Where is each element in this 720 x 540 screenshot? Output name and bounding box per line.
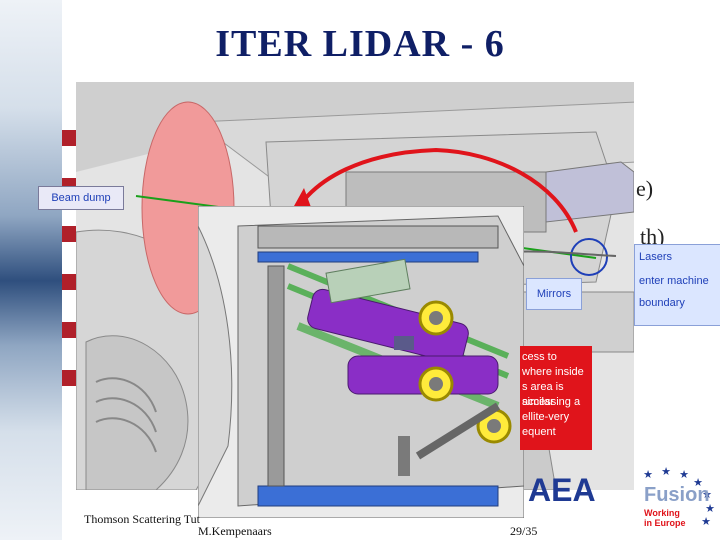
svg-text:★: ★ bbox=[705, 503, 715, 515]
access-note-line: cess to bbox=[522, 351, 557, 363]
efda-logo-text: AEA bbox=[528, 472, 596, 508]
tagline-line: Working bbox=[644, 508, 680, 518]
svg-text:★: ★ bbox=[702, 489, 712, 501]
access-note-callout: cess to where inside s area is similar a… bbox=[520, 346, 592, 450]
access-note-line: accessing a bbox=[522, 396, 581, 408]
background-text-fragment: e) bbox=[636, 176, 654, 201]
footer-page-number: 29/35 bbox=[510, 524, 538, 538]
bullet-marker bbox=[62, 226, 78, 242]
tagline-line: in Europe bbox=[644, 518, 686, 528]
footer-left-text: Thomson Scattering Tut bbox=[84, 512, 201, 526]
svg-text:★: ★ bbox=[701, 516, 711, 528]
lasers-label: Lasers bbox=[639, 251, 673, 263]
beam-dump-label: Beam dump bbox=[38, 186, 124, 210]
bullet-marker bbox=[62, 322, 78, 338]
svg-text:★: ★ bbox=[643, 469, 653, 481]
access-note-line: s area is similar bbox=[522, 381, 564, 408]
svg-text:★: ★ bbox=[679, 469, 689, 481]
fusion-logo-text: Fusion bbox=[644, 484, 710, 506]
lasers-callout: Lasers enter machine boundary bbox=[634, 244, 720, 326]
svg-text:★: ★ bbox=[693, 477, 703, 489]
access-note-line: equent bbox=[522, 426, 556, 438]
port-plug-detail-drawing bbox=[198, 206, 524, 518]
footer-author: M.Kempenaars bbox=[198, 524, 272, 538]
bullet-marker bbox=[62, 274, 78, 290]
access-note-line: where inside bbox=[522, 366, 584, 378]
bullet-marker bbox=[62, 370, 78, 386]
mirrors-label: Mirrors bbox=[526, 278, 582, 310]
slide-left-gradient-band bbox=[0, 0, 62, 540]
access-note-line: ellite-very bbox=[522, 411, 570, 423]
svg-text:★: ★ bbox=[661, 466, 671, 478]
slide-title: ITER LIDAR - 6 bbox=[215, 23, 505, 65]
enter-machine-label: enter machine bbox=[639, 275, 709, 287]
boundary-label: boundary bbox=[639, 297, 685, 309]
working-in-europe-tagline: Working in Europe bbox=[644, 508, 686, 528]
bullet-marker bbox=[62, 130, 78, 146]
fusion-eu-stars-logo: ★ ★ ★ ★ ★ ★ ★ bbox=[643, 466, 715, 528]
